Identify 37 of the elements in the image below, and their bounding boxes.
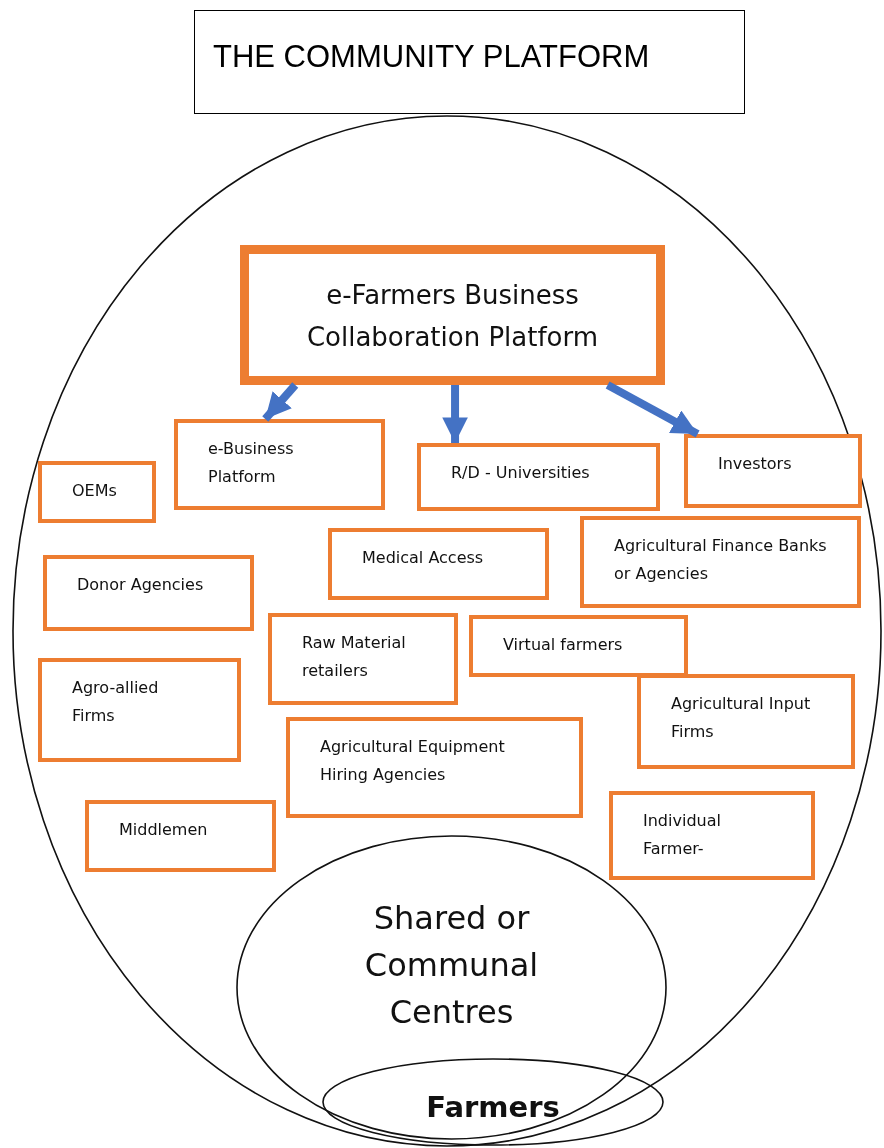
stakeholder-box (637, 674, 855, 769)
farmers-ellipse (322, 1058, 664, 1146)
stakeholder-box (43, 555, 254, 631)
node-label: Donor Agencies (77, 574, 205, 596)
stakeholder-box (38, 658, 241, 762)
stakeholder-box (328, 528, 549, 600)
stakeholder-box (268, 613, 458, 705)
node-label: Farmers (425, 1089, 561, 1126)
node-label: Middlemen (119, 819, 209, 841)
platform-box (240, 245, 665, 385)
node-label: Individual Farmer- (643, 810, 722, 860)
title-box (194, 10, 745, 114)
node-label: e-Business Platform (208, 438, 295, 488)
node-label: Medical Access (362, 547, 485, 569)
node-label: Virtual farmers (503, 634, 624, 656)
node-label: Raw Material retailers (302, 632, 407, 682)
node-label: Investors (718, 453, 793, 475)
stakeholder-box (174, 419, 385, 510)
stakeholder-box (38, 461, 156, 523)
node-label: Agricultural Equipment Hiring Agencies (320, 736, 506, 786)
stakeholder-box (609, 791, 815, 880)
node-label: R/D - Universities (451, 462, 591, 484)
node-label: e-Farmers Business Collaboration Platform (305, 279, 600, 354)
stakeholder-box (286, 717, 583, 818)
node-label: Agricultural Finance Banks or Agencies (614, 535, 828, 585)
node-label: Agro-allied Firms (72, 677, 160, 727)
node-label: OEMs (72, 480, 118, 502)
stakeholder-box (85, 800, 276, 872)
node-label: Shared or Communal Centres (363, 898, 540, 1033)
node-label: Agricultural Input Firms (671, 693, 812, 743)
stakeholder-box (580, 516, 861, 608)
outer-ellipse (12, 115, 882, 1147)
stakeholder-box (417, 443, 660, 511)
stakeholder-box (684, 434, 862, 508)
arrow (442, 385, 468, 443)
stakeholder-box (469, 615, 688, 677)
title-text: THE COMMUNITY PLATFORM (213, 39, 650, 74)
